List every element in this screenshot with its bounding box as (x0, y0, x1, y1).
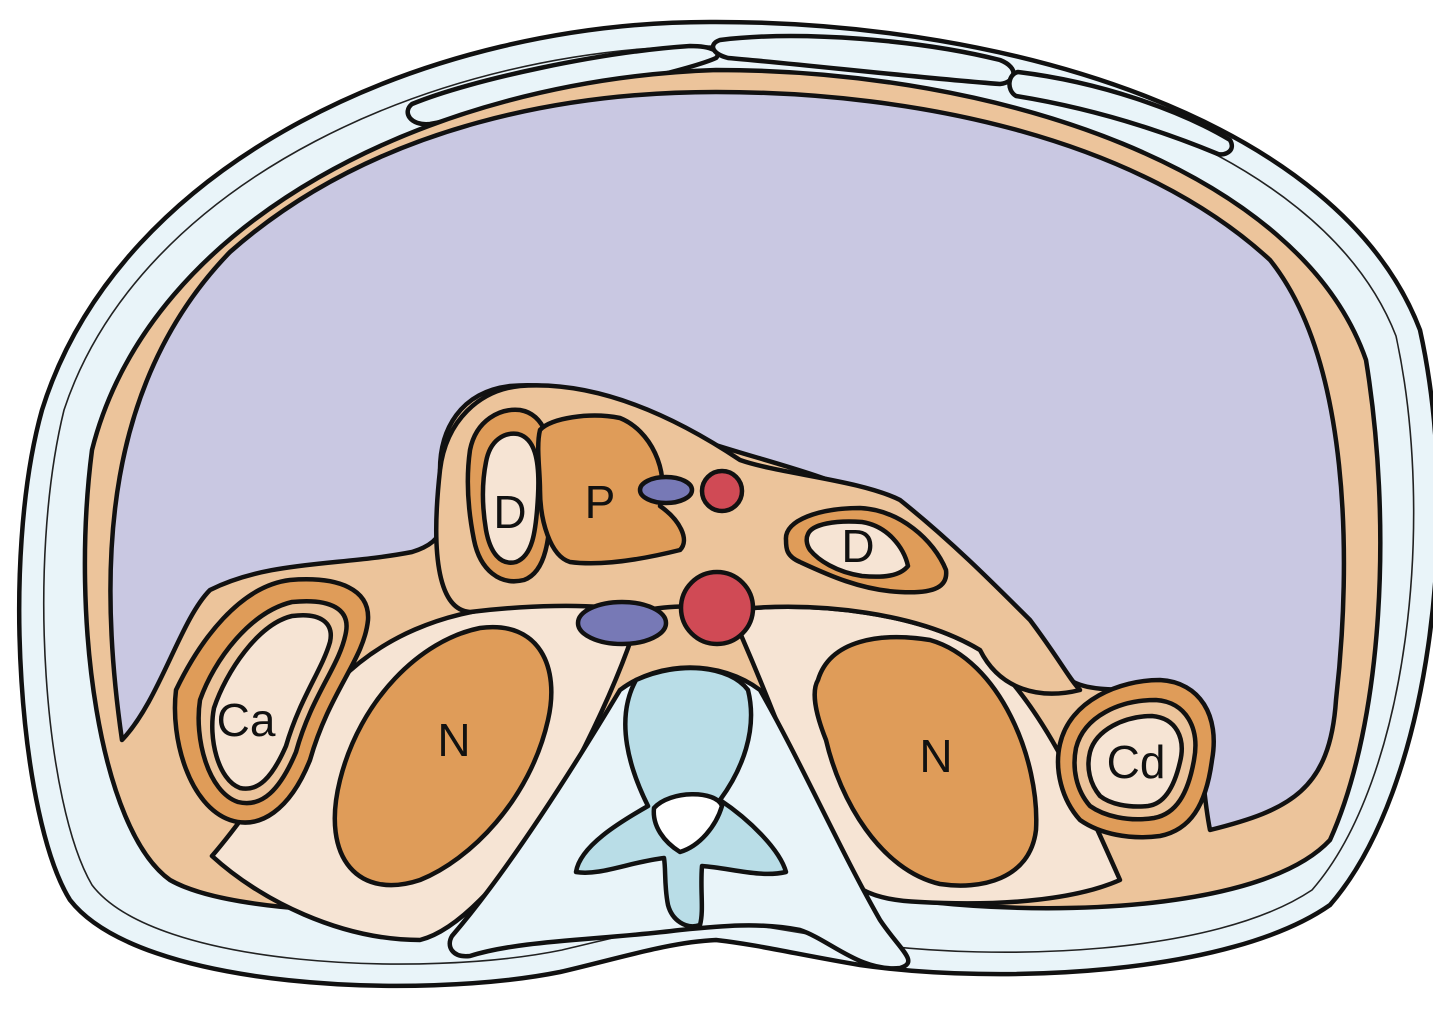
duodenum-right-lumen (804, 519, 911, 579)
aorta (678, 569, 756, 647)
label-colon-ascending: Ca (217, 694, 276, 746)
label-kidney-right: N (919, 730, 952, 782)
pancreas (535, 413, 687, 566)
label-pancreas: P (585, 476, 616, 528)
kidney-right (812, 635, 1039, 888)
duodenum-left-lumen (480, 431, 541, 565)
label-kidney-left: N (437, 714, 470, 766)
superior-mesenteric-artery (699, 468, 745, 514)
spinal-canal (651, 792, 725, 855)
oblique-muscle-right (1007, 69, 1235, 157)
label-duodenum-left: D (493, 486, 526, 538)
label-duodenum-right: D (841, 520, 874, 572)
colon-ascending-lumen (210, 612, 333, 791)
rectus-muscle-right (710, 33, 1016, 87)
kidney-left (332, 624, 554, 888)
colon-descending-lumen (1086, 713, 1184, 809)
label-colon-descending: Cd (1107, 736, 1166, 788)
inferior-vena-cava (575, 599, 669, 647)
superior-mesenteric-vein (637, 474, 695, 506)
